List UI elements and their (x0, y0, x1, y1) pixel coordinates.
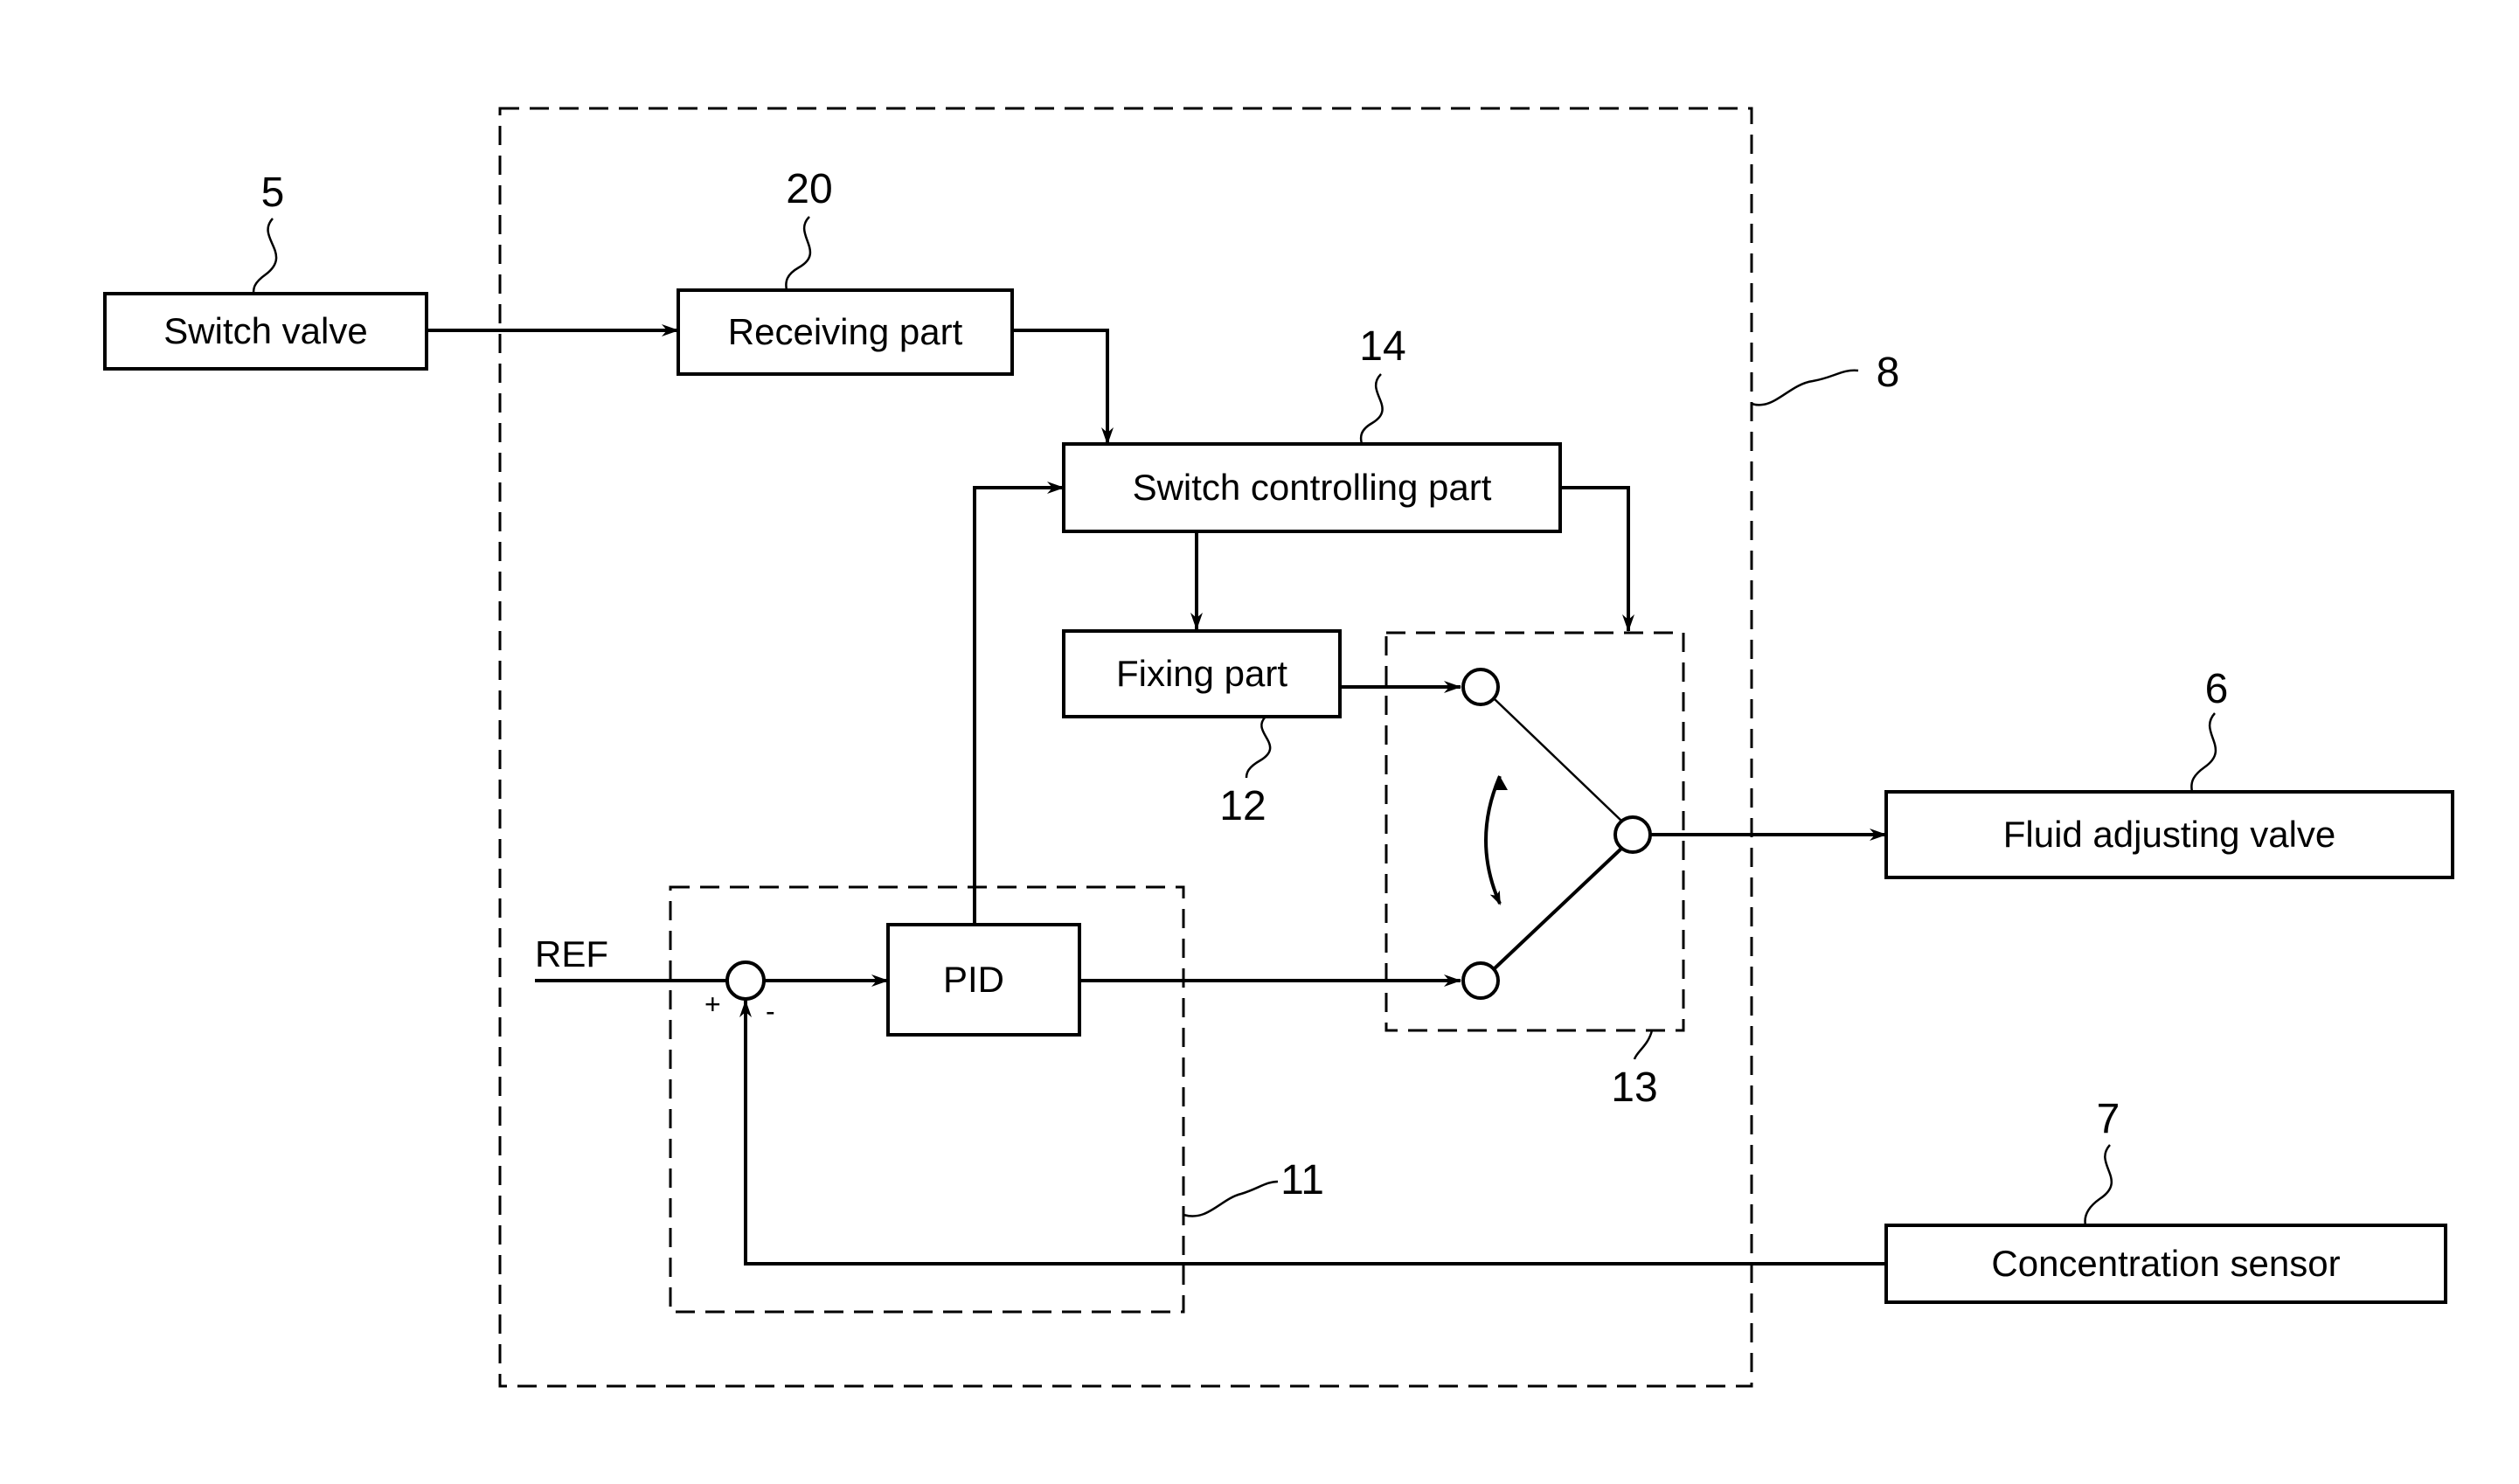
switch-toggle-icon (1486, 776, 1500, 904)
ref-numeral-8: 8 (1877, 350, 1900, 396)
summing-junction (727, 962, 764, 999)
leader-11 (1183, 1182, 1278, 1217)
leader-20 (786, 217, 810, 290)
ref-numeral-6: 6 (2205, 666, 2229, 712)
leader-5 (253, 218, 276, 294)
ref-numeral-7: 7 (2097, 1096, 2120, 1142)
minus-sign: - (766, 995, 775, 1027)
ref-signal-label: REF (535, 933, 608, 974)
wire-receiving-to-switch-control (1012, 330, 1107, 444)
concentration-sensor-label: Concentration sensor (1991, 1243, 2340, 1284)
ref-numeral-14: 14 (1359, 323, 1405, 370)
leader-8 (1752, 371, 1858, 406)
fixing-part-label: Fixing part (1116, 653, 1287, 694)
ref-numeral-12: 12 (1219, 783, 1266, 829)
fluid-adjusting-valve-label: Fluid adjusting valve (2003, 814, 2336, 855)
plus-sign: + (704, 988, 721, 1020)
pid-label: PID (943, 959, 1004, 1000)
leader-6 (2191, 713, 2216, 792)
leader-13 (1634, 1030, 1652, 1059)
leader-12 (1246, 717, 1270, 778)
switch-input-node-lower (1463, 963, 1498, 998)
switch-lower-arm (1495, 848, 1622, 968)
switch-upper-arm (1495, 699, 1622, 822)
wire-switch-control-to-switch (1560, 488, 1628, 631)
receiving-part-label: Receiving part (728, 311, 963, 352)
switch-controlling-part-label: Switch controlling part (1133, 467, 1492, 508)
switch-valve-label: Switch valve (163, 310, 367, 351)
switch-output-node (1615, 817, 1650, 852)
ref-numeral-20: 20 (786, 166, 832, 212)
ref-numeral-5: 5 (261, 170, 285, 216)
switch-input-node-upper (1463, 669, 1498, 704)
wire-pid-to-switch-control (975, 488, 1064, 925)
leader-14 (1361, 374, 1383, 444)
leader-7 (2085, 1145, 2112, 1225)
ref-numeral-11: 11 (1280, 1157, 1324, 1203)
ref-numeral-13: 13 (1611, 1064, 1657, 1111)
wire-feedback-to-sum (746, 1001, 1886, 1264)
